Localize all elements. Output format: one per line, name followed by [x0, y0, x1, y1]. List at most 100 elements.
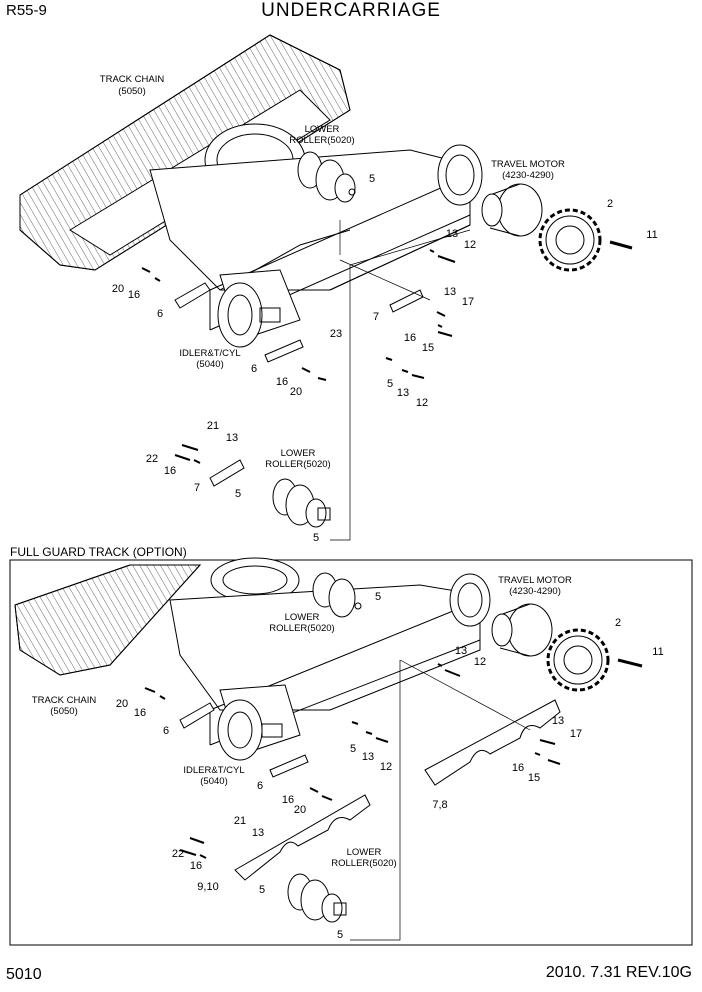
option-section-title: FULL GUARD TRACK (OPTION)	[10, 545, 187, 559]
opt-label-idler-no: (5040)	[200, 776, 227, 787]
callout-opt: 5	[337, 929, 343, 941]
label-travel-motor-no: (4230-4290)	[502, 170, 554, 181]
idler-option	[217, 684, 301, 761]
sprocket-main	[538, 208, 602, 272]
label-track-chain-no: (5050)	[118, 86, 145, 97]
opt-label-idler: IDLER&T/CYL	[183, 765, 244, 776]
travel-motor-option	[491, 603, 553, 657]
callout-opt: 21	[234, 815, 246, 827]
fasteners-option	[144, 663, 561, 859]
callout-opt: 13	[362, 751, 374, 763]
callout-opt: 12	[380, 761, 392, 773]
callout-opt: 6	[163, 725, 169, 737]
callout-opt: 5	[350, 743, 356, 755]
opt-label-track-chain-no: (5050)	[50, 706, 77, 717]
callout-opt: 9,10	[197, 881, 218, 893]
guard-6-option	[179, 702, 309, 778]
label-lower-roller-b: LOWER	[281, 448, 316, 459]
leader-lines-option	[350, 659, 531, 941]
frame-option	[169, 584, 481, 746]
callout-opt: 5	[375, 591, 381, 603]
callout-opt: 11	[652, 646, 663, 658]
fasteners-main	[141, 249, 456, 464]
callout: 6	[157, 308, 163, 320]
callout: 21	[207, 420, 219, 432]
callout: 5	[387, 378, 393, 390]
page-number: 5010	[6, 966, 42, 983]
label-idler: IDLER&T/CYL	[179, 348, 240, 359]
label-idler-no: (5040)	[196, 359, 223, 370]
callout: 16	[128, 289, 140, 301]
bolt-11-main	[609, 240, 633, 250]
lower-roller-detached-option	[287, 873, 347, 923]
label-travel-motor: TRAVEL MOTOR	[491, 159, 565, 170]
callout-opt: 7,8	[432, 799, 447, 811]
full-guard-7-8	[424, 699, 561, 786]
callout: 16	[164, 465, 176, 477]
callout: 17	[462, 296, 474, 308]
callout: 16	[276, 376, 288, 388]
callout: 5	[369, 173, 375, 185]
callout: 16	[404, 332, 416, 344]
model-number: R55-9	[6, 2, 47, 19]
callout: 12	[416, 397, 428, 409]
callout: 15	[422, 342, 434, 354]
callout: 13	[397, 387, 409, 399]
callout: 13	[226, 432, 238, 444]
callout-opt: 16	[190, 860, 202, 872]
callout: 11	[646, 229, 657, 241]
callout: 12	[464, 239, 476, 251]
lower-roller-option	[312, 572, 362, 618]
callout-opt: 16	[134, 707, 146, 719]
lower-roller-detached-main	[272, 478, 331, 528]
label-lower-roller: LOWER	[305, 124, 340, 135]
callout-opt: 13	[252, 827, 264, 839]
opt-label-travel-motor-no: (4230-4290)	[509, 586, 561, 597]
callout-opt: 20	[294, 804, 306, 816]
callout-opt: 12	[474, 656, 486, 668]
travel-motor-main	[481, 183, 543, 237]
guard-6-main	[174, 282, 304, 363]
callout-opt: 2	[615, 617, 621, 629]
callout-opt: 16	[512, 762, 524, 774]
label-lower-roller-no: ROLLER(5020)	[289, 135, 354, 146]
label-lower-roller-b-no: ROLLER(5020)	[265, 459, 330, 470]
callout-opt: 15	[528, 772, 540, 784]
callout: 7	[194, 482, 200, 494]
callout: 23	[330, 328, 342, 340]
callout: 6	[251, 363, 257, 375]
callout: 13	[446, 228, 458, 240]
callout-opt: 16	[282, 794, 294, 806]
callout-opt: 17	[570, 728, 582, 740]
callout: 5	[235, 488, 241, 500]
callout: 7	[373, 311, 379, 323]
frame-motor-mount-main	[437, 144, 483, 206]
callout: 20	[290, 386, 302, 398]
frame-motor-mount-option	[449, 573, 491, 627]
opt-label-lower-roller-b-no: ROLLER(5020)	[331, 858, 396, 869]
callout: 2	[607, 198, 613, 210]
opt-label-lower-roller-b: LOWER	[347, 847, 382, 858]
page-title: UNDERCARRIAGE	[261, 0, 441, 21]
guard-7-main	[209, 289, 424, 487]
opt-label-track-chain: TRACK CHAIN	[32, 695, 97, 706]
callout: 22	[146, 453, 158, 465]
lower-roller-main	[297, 151, 356, 203]
callout-opt: 20	[116, 698, 128, 710]
callout-opt: 22	[172, 848, 184, 860]
opt-label-travel-motor: TRAVEL MOTOR	[498, 575, 572, 586]
callout-opt: 6	[257, 780, 263, 792]
opt-label-lower-roller-no: ROLLER(5020)	[269, 623, 334, 634]
full-guard-9-10	[234, 794, 371, 881]
revision-date: 2010. 7.31 REV.10G	[545, 964, 692, 981]
leader-lines-main	[330, 220, 471, 541]
sprocket-option	[546, 628, 610, 692]
label-track-chain: TRACK CHAIN	[100, 74, 165, 85]
track-chain-option	[14, 564, 202, 676]
callout: 5	[313, 532, 319, 544]
callout-opt: 5	[259, 884, 265, 896]
idler-main	[217, 269, 301, 348]
callout: 20	[112, 283, 124, 295]
callout-opt: 13	[552, 715, 564, 727]
bolt-11-option	[617, 658, 643, 668]
